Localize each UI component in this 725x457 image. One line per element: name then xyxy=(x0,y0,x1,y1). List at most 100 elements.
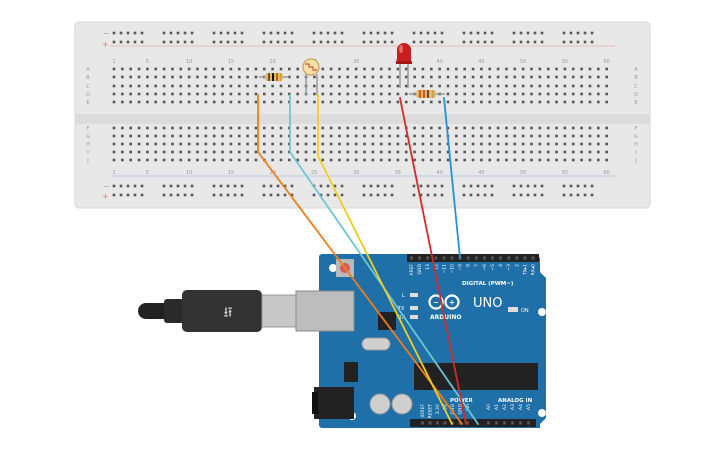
breadboard-hole xyxy=(112,67,116,71)
breadboard-hole xyxy=(563,142,567,146)
header-pin[interactable] xyxy=(426,256,430,260)
breadboard-hole xyxy=(404,134,408,138)
header-pin[interactable] xyxy=(410,256,413,260)
breadboard-hole xyxy=(513,142,517,146)
header-pin[interactable] xyxy=(442,256,446,260)
header-pin[interactable] xyxy=(443,421,447,425)
breadboard-hole xyxy=(237,126,241,130)
header-pin[interactable] xyxy=(515,256,519,260)
wire-cyan-a0[interactable] xyxy=(289,94,479,425)
breadboard-hole xyxy=(413,142,416,146)
header-pin[interactable] xyxy=(418,256,422,260)
breadboard-hole xyxy=(204,150,208,154)
header-pin[interactable] xyxy=(511,421,514,425)
breadboard-hole xyxy=(580,100,583,104)
breadboard-hole xyxy=(571,75,575,79)
wire-yellow-5v[interactable] xyxy=(317,94,453,425)
breadboard-hole xyxy=(179,92,183,96)
rail-hole xyxy=(283,184,287,188)
breadboard-hole xyxy=(146,142,149,146)
header-pin[interactable] xyxy=(482,256,486,260)
wire-red-gnd[interactable] xyxy=(399,97,467,425)
breadboard-hole xyxy=(546,150,550,154)
breadboard-hole xyxy=(304,142,308,146)
header-pin[interactable] xyxy=(466,421,469,425)
breadboard-hole xyxy=(162,84,166,88)
resistor-led[interactable] xyxy=(409,90,445,98)
header-pin[interactable] xyxy=(436,421,439,425)
breadboard-hole xyxy=(246,150,249,154)
breadboard-hole xyxy=(271,100,274,104)
breadboard-hole xyxy=(354,150,358,154)
digital-header[interactable] xyxy=(407,254,539,262)
breadboard-hole xyxy=(455,67,458,71)
breadboard-hole xyxy=(580,75,583,79)
rail-hole xyxy=(426,193,430,197)
breadboard-hole xyxy=(430,84,433,88)
header-pin[interactable] xyxy=(503,421,506,425)
header-pin[interactable] xyxy=(421,421,424,425)
row-letter: B xyxy=(86,75,90,81)
breadboard-hole xyxy=(254,84,258,88)
breadboard-hole xyxy=(229,100,233,104)
breadboard-hole xyxy=(246,126,249,130)
breadboard-hole xyxy=(505,84,508,88)
breadboard-hole xyxy=(571,134,575,138)
header-pin[interactable] xyxy=(523,256,527,260)
breadboard-hole xyxy=(488,158,492,162)
led-red[interactable] xyxy=(396,43,412,88)
usb-cable[interactable]: ⭿ xyxy=(138,290,299,332)
header-pin[interactable] xyxy=(499,256,503,260)
header-pin[interactable] xyxy=(466,256,470,260)
header-pin[interactable] xyxy=(450,256,454,260)
pin-label: ~10 xyxy=(450,264,456,274)
rail-hole xyxy=(183,193,187,197)
breadboard-hole xyxy=(221,92,224,96)
rail-hole xyxy=(590,31,594,35)
header-pin[interactable] xyxy=(495,421,498,425)
breadboard-hole xyxy=(279,142,283,146)
header-pin[interactable] xyxy=(531,256,535,260)
resistor-ldr[interactable] xyxy=(259,73,289,81)
wires[interactable] xyxy=(257,94,479,425)
breadboard-hole xyxy=(254,134,258,138)
breadboard-hole xyxy=(229,126,233,130)
breadboard-hole xyxy=(379,126,383,130)
rail-hole xyxy=(140,184,144,188)
breadboard-hole xyxy=(363,67,366,71)
header-pin[interactable] xyxy=(527,421,530,425)
rail-hole xyxy=(390,40,394,44)
header-pin[interactable] xyxy=(487,421,490,425)
breadboard-hole xyxy=(430,134,433,138)
row-letter: E xyxy=(634,100,637,106)
breadboard-hole xyxy=(388,158,391,162)
breadboard-hole xyxy=(112,92,116,96)
rail-hole xyxy=(190,184,194,188)
rail-hole xyxy=(162,184,166,188)
header-pin[interactable] xyxy=(491,256,494,260)
header-pin[interactable] xyxy=(458,421,462,425)
header-pin[interactable] xyxy=(428,421,432,425)
breadboard-hole xyxy=(179,142,183,146)
rail-hole xyxy=(476,193,480,197)
breadboard-hole xyxy=(530,67,533,71)
breadboard-hole xyxy=(246,134,249,138)
breadboard-hole xyxy=(480,75,483,79)
breadboard-hole xyxy=(388,75,391,79)
breadboard-hole xyxy=(296,84,299,88)
led-body xyxy=(397,43,411,62)
rail-hole xyxy=(119,193,123,197)
breadboard-hole xyxy=(379,142,383,146)
header-pin[interactable] xyxy=(507,256,511,260)
header-pin[interactable] xyxy=(519,421,522,425)
header-pin[interactable] xyxy=(434,256,438,260)
arduino-uno[interactable]: ON L TX RX − + ARDUINO UNO DIGITAL (PWM~… xyxy=(295,254,546,428)
bottom-header[interactable] xyxy=(410,419,536,427)
header-pin[interactable] xyxy=(474,256,478,260)
photoresistor[interactable] xyxy=(302,58,320,95)
breadboard-hole xyxy=(588,158,592,162)
wire-blue-pin9[interactable] xyxy=(443,97,461,259)
breadboard-hole xyxy=(438,158,441,162)
wire-orange-gnd[interactable] xyxy=(257,94,463,425)
